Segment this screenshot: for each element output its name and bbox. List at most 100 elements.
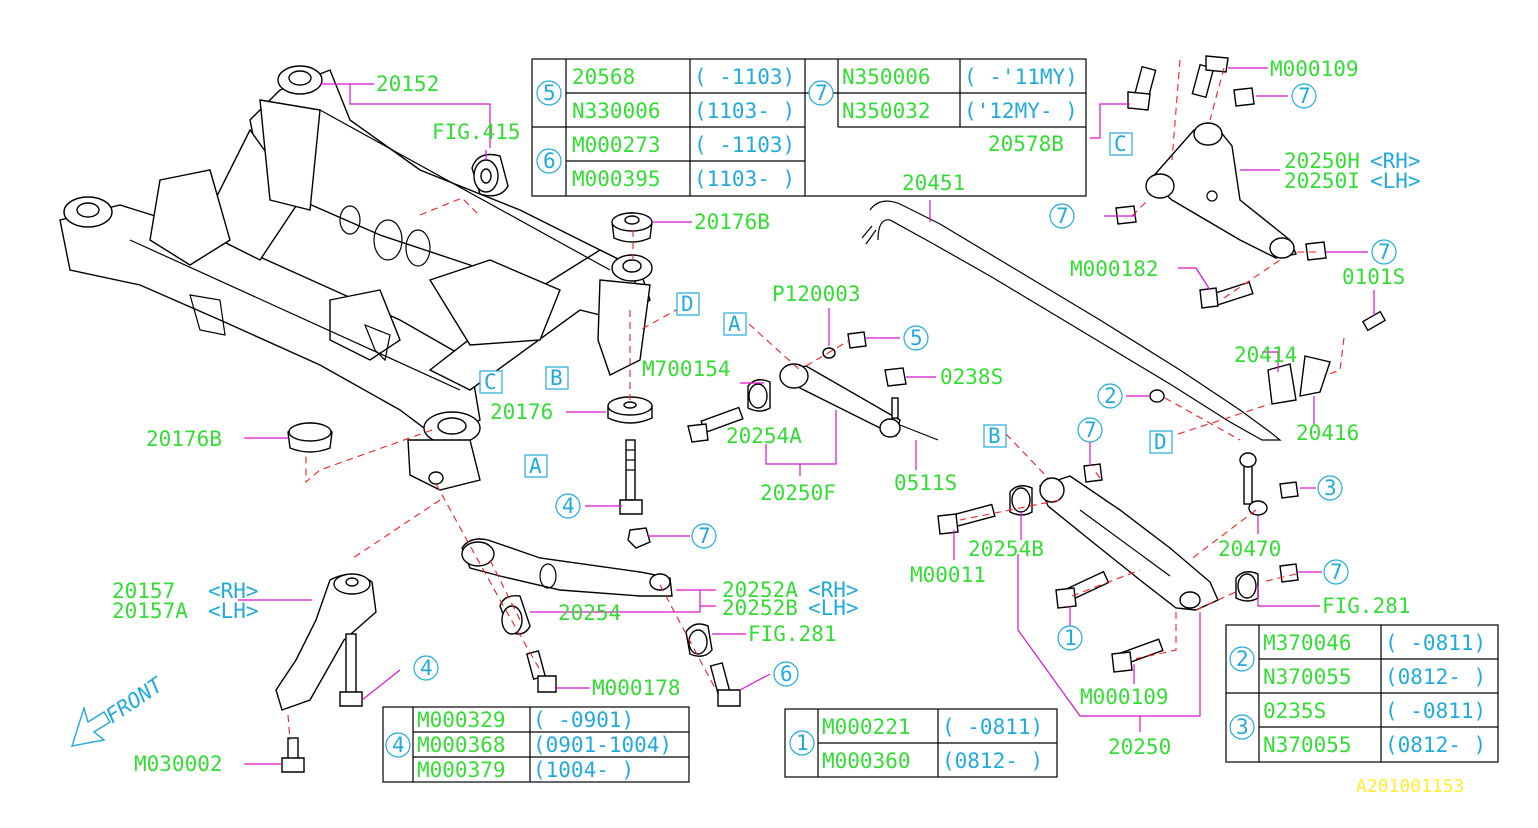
table-1: 1 M000221 ( -0811) M000360 (0812- ) (784, 708, 1058, 778)
ref-7-lower[interactable]: 7 (1084, 418, 1097, 442)
nut-7-upper-b (1115, 205, 1137, 225)
label-20157[interactable]: 20157 (112, 579, 175, 603)
ref-B-lower[interactable]: B (988, 424, 1001, 448)
ref-7-upper-a[interactable]: 7 (1298, 84, 1311, 108)
ref-C-upper[interactable]: C (1114, 132, 1127, 156)
label-20254B[interactable]: 20254B (968, 537, 1044, 561)
link-20470 (1239, 452, 1268, 516)
table-cell-range: ( -1103) (694, 133, 795, 157)
table-cell-part[interactable]: 0235S (1263, 699, 1326, 723)
leader-lines (238, 67, 1375, 765)
label-20250F[interactable]: 20250F (760, 481, 836, 505)
ref-A-link[interactable]: A (728, 312, 741, 336)
ref-4-center[interactable]: 4 (562, 494, 575, 518)
table-cell-range: (0812- ) (1385, 665, 1486, 689)
label-20252A[interactable]: 20252A (722, 578, 798, 602)
ref-C-frame[interactable]: C (484, 370, 497, 394)
label-20250I-lh: <LH> (1370, 169, 1421, 193)
table-cell-part[interactable]: M000221 (822, 715, 911, 739)
label-20252B[interactable]: 20252B (722, 596, 798, 620)
table-cell-range: ( -0811) (1385, 699, 1486, 723)
table-cell-part[interactable]: N370055 (1263, 665, 1352, 689)
ref-7-right[interactable]: 7 (1330, 560, 1343, 584)
bolt-m000178 (525, 650, 557, 693)
label-20254-lower[interactable]: 20254 (558, 601, 621, 625)
nut-0238S (884, 367, 907, 419)
label-20414[interactable]: 20414 (1234, 343, 1297, 367)
label-20451[interactable]: 20451 (902, 171, 965, 195)
label-20578B[interactable]: 20578B (988, 132, 1064, 156)
ref-7-center[interactable]: 7 (698, 524, 711, 548)
label-20152[interactable]: 20152 (376, 72, 439, 96)
table-cell-range: ( -1103) (694, 65, 795, 89)
bolt-m000109-bot (1111, 638, 1164, 673)
reference-letters: D A C B A C B D (479, 132, 1173, 478)
ref-4-left[interactable]: 4 (420, 656, 433, 680)
table-cell-part[interactable]: N370055 (1263, 733, 1352, 757)
nut-2 (1149, 389, 1165, 403)
table-cell-part[interactable]: N330006 (572, 99, 661, 123)
table-group-2: 2 (1236, 647, 1249, 671)
label-0101S[interactable]: 0101S (1342, 265, 1405, 289)
table-cell-part[interactable]: M000360 (822, 749, 911, 773)
label-20176[interactable]: 20176 (490, 400, 553, 424)
label-fig281-right[interactable]: FIG.281 (1322, 594, 1411, 618)
ref-7-upper-c[interactable]: 7 (1378, 240, 1391, 264)
table-cell-part[interactable]: M000379 (417, 758, 506, 782)
label-20176B-top[interactable]: 20176B (694, 210, 770, 234)
ref-6-bolt[interactable]: 6 (780, 662, 793, 686)
bushing-fig281-right (1235, 571, 1259, 602)
front-label: FRONT (101, 672, 168, 728)
nut-3 (1279, 481, 1299, 499)
label-0238S[interactable]: 0238S (940, 365, 1003, 389)
trailing-arm-20157 (275, 573, 377, 711)
table-cell-part[interactable]: M000329 (417, 708, 506, 732)
ref-2[interactable]: 2 (1104, 384, 1117, 408)
label-m700154[interactable]: M700154 (642, 357, 731, 381)
table-cell-part[interactable]: M000395 (572, 167, 661, 191)
label-fig415[interactable]: FIG.415 (432, 120, 521, 144)
ref-A-frame[interactable]: A (529, 454, 542, 478)
table-cell-part[interactable]: M000368 (417, 733, 506, 757)
label-20250[interactable]: 20250 (1108, 735, 1171, 759)
label-20254A[interactable]: 20254A (726, 424, 802, 448)
table-cell-part[interactable]: 20568 (572, 65, 635, 89)
label-m030002[interactable]: M030002 (134, 752, 223, 776)
ref-B-frame[interactable]: B (550, 366, 563, 390)
bushing-20414 (1267, 355, 1331, 405)
label-20250H[interactable]: 20250H (1284, 149, 1360, 173)
table-cell-part[interactable]: M000273 (572, 133, 661, 157)
nut-7-upper-a (1233, 87, 1255, 107)
ref-D-center[interactable]: D (681, 292, 694, 316)
label-m00011[interactable]: M00011 (910, 563, 986, 587)
ref-7-upper-b[interactable]: 7 (1056, 204, 1069, 228)
label-20470[interactable]: 20470 (1218, 537, 1281, 561)
label-20157A-lh: <LH> (208, 599, 259, 623)
ref-1[interactable]: 1 (1064, 626, 1077, 650)
label-20157A[interactable]: 20157A (112, 599, 188, 623)
ref-3[interactable]: 3 (1324, 476, 1337, 500)
bolt-m700154 (687, 406, 744, 443)
label-20250I[interactable]: 20250I (1284, 169, 1360, 193)
label-m000182[interactable]: M000182 (1070, 257, 1159, 281)
label-m000109-top[interactable]: M000109 (1270, 57, 1359, 81)
label-20416[interactable]: 20416 (1296, 421, 1359, 445)
table-cell-range: ( -0811) (942, 715, 1043, 739)
table-cell-part[interactable]: M370046 (1263, 631, 1352, 655)
label-p120003[interactable]: P120003 (772, 282, 861, 306)
table-cell-range: (0901-1004) (533, 733, 672, 757)
table-cell-part[interactable]: N350032 (842, 99, 931, 123)
label-m000109-bot[interactable]: M000109 (1080, 685, 1169, 709)
label-fig281-mid[interactable]: FIG.281 (748, 622, 837, 646)
label-0511S[interactable]: 0511S (894, 471, 957, 495)
bushing-20254A (747, 379, 771, 412)
ref-D-stab[interactable]: D (1154, 430, 1167, 454)
table-2-3: 2 3 M370046 ( -0811) N370055 (0812- ) 02… (1225, 624, 1499, 763)
ref-5-nut[interactable]: 5 (910, 326, 923, 350)
label-20176B-left[interactable]: 20176B (146, 427, 222, 451)
table-cell-part[interactable]: N350006 (842, 65, 931, 89)
bushing-20254-lower (499, 595, 531, 635)
label-20157-rh: <RH> (208, 579, 259, 603)
label-m000178[interactable]: M000178 (592, 676, 681, 700)
